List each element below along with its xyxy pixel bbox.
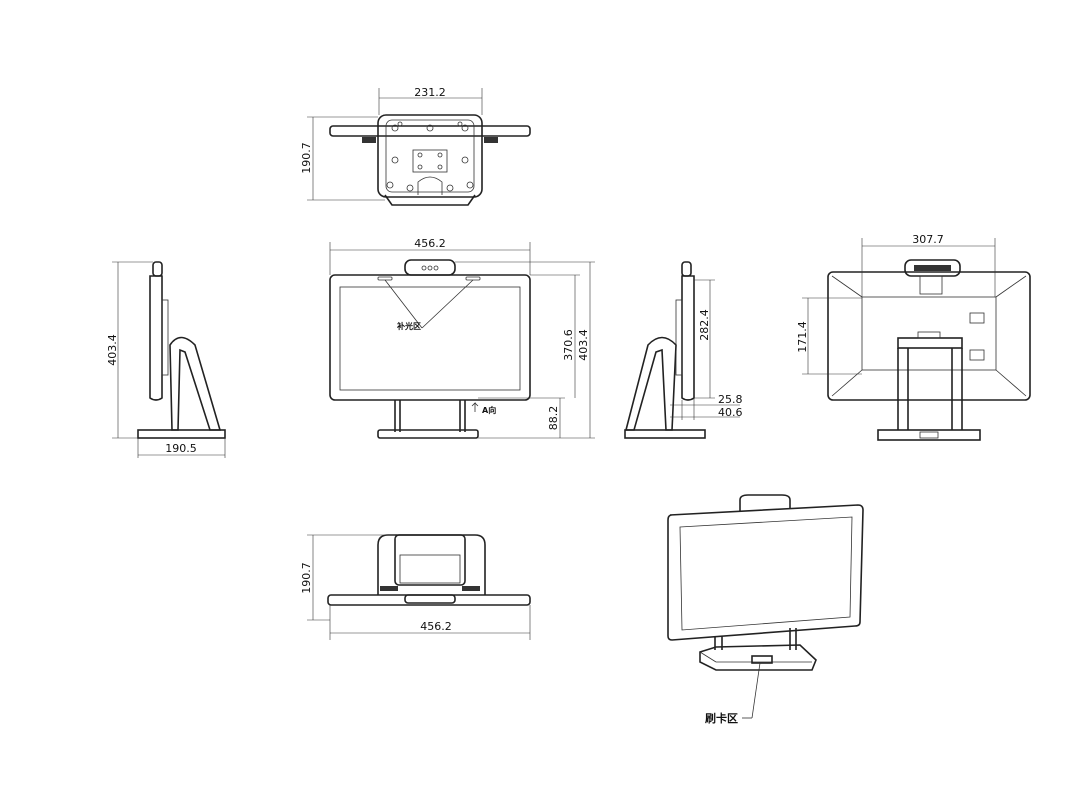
bottom-depth-dim: 190.7 (300, 562, 313, 594)
front-total-height-dim: 403.4 (577, 329, 590, 361)
left-depth-dim: 190.5 (165, 442, 197, 455)
direction-a-label: A向 (482, 405, 496, 415)
front-view: 补光区 A向 456.2 370.6 403.4 88.2 (329, 237, 595, 439)
left-height-dim: 403.4 (106, 334, 119, 366)
top-depth-dim: 190.7 (300, 142, 313, 174)
fill-light-label: 补光区 (396, 321, 421, 331)
back-view: 307.7 171.4 (796, 233, 1031, 441)
front-width-dim: 456.2 (414, 237, 446, 250)
right-d2-dim: 40.6 (718, 406, 743, 419)
right-side-view: 282.4 25.8 40.6 (624, 261, 743, 439)
right-d1-dim: 25.8 (718, 393, 743, 406)
bottom-width-dim: 456.2 (420, 620, 452, 633)
front-screen-height-dim: 370.6 (562, 329, 575, 361)
bottom-view: 190.7 456.2 (300, 534, 531, 640)
right-height-dim: 282.4 (698, 309, 711, 341)
back-width-dim: 307.7 (912, 233, 944, 246)
front-base-height-dim: 88.2 (547, 406, 560, 431)
back-height-dim: 171.4 (796, 321, 809, 353)
left-side-view: 403.4 190.5 (106, 261, 226, 458)
card-area-label: 刷卡区 (705, 711, 738, 725)
top-width-dim: 231.2 (414, 86, 446, 99)
top-view: 231.2 190.7 (300, 86, 531, 206)
isometric-view: 刷卡区 (667, 494, 864, 725)
